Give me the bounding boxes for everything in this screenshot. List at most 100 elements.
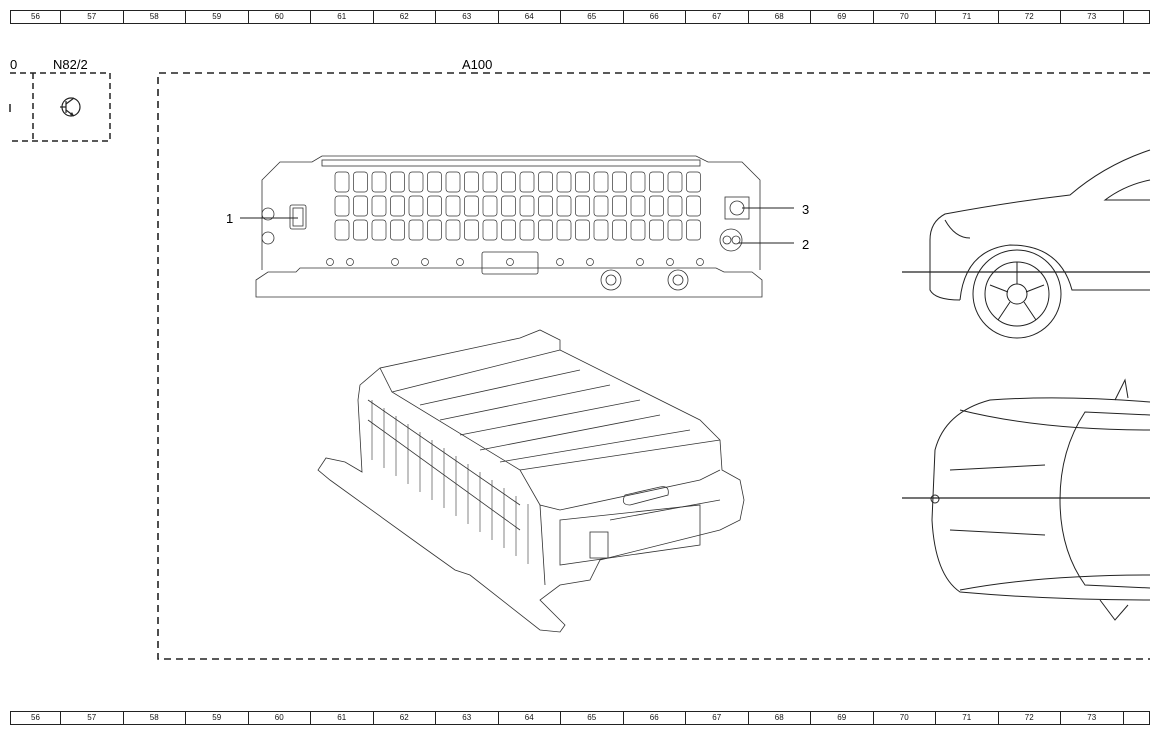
ruler-cell: 56 bbox=[11, 11, 61, 23]
ruler-cell: 57 bbox=[61, 11, 124, 23]
battery-cell bbox=[464, 219, 479, 241]
ruler-cell: 71 bbox=[936, 712, 999, 724]
ruler-cell: 64 bbox=[499, 11, 561, 23]
battery-cell bbox=[353, 195, 368, 217]
battery-cell bbox=[575, 219, 590, 241]
bolt bbox=[326, 258, 334, 266]
battery-cell bbox=[593, 171, 609, 193]
battery-cell bbox=[390, 171, 405, 193]
battery-cell bbox=[408, 219, 424, 241]
battery-cell bbox=[538, 195, 553, 217]
label-a100: A100 bbox=[462, 57, 492, 72]
ruler-cell: 62 bbox=[374, 11, 436, 23]
ruler-cell: 60 bbox=[249, 11, 311, 23]
ruler-cell: 61 bbox=[311, 712, 374, 724]
battery-cell bbox=[556, 171, 572, 193]
battery-cell bbox=[649, 219, 664, 241]
callout-1[interactable]: 1 bbox=[226, 211, 298, 226]
ruler-cell: 72 bbox=[999, 11, 1061, 23]
battery-cell bbox=[445, 195, 461, 217]
battery-cell bbox=[353, 219, 368, 241]
battery-cell bbox=[612, 171, 627, 193]
vehicle-side-view bbox=[902, 149, 1151, 339]
bolt bbox=[456, 258, 464, 266]
callout-3[interactable]: 3 bbox=[742, 202, 809, 217]
battery-cell bbox=[334, 195, 350, 217]
bolt bbox=[421, 258, 429, 266]
battery-cell bbox=[593, 219, 609, 241]
battery-cell bbox=[334, 219, 350, 241]
battery-cell bbox=[501, 171, 516, 193]
battery-cell bbox=[371, 219, 387, 241]
ruler-cell: 70 bbox=[874, 11, 936, 23]
battery-side-ribs bbox=[371, 400, 529, 564]
ruler-cell: 59 bbox=[186, 712, 249, 724]
battery-cell bbox=[519, 171, 535, 193]
battery-cell bbox=[334, 171, 350, 193]
battery-cell bbox=[464, 195, 479, 217]
callout-3-label: 3 bbox=[802, 202, 809, 217]
battery-cell bbox=[538, 219, 553, 241]
battery-cell bbox=[667, 219, 683, 241]
battery-cell bbox=[427, 195, 442, 217]
battery-cell bbox=[667, 195, 683, 217]
battery-cell bbox=[538, 171, 553, 193]
ruler-cell: 70 bbox=[874, 712, 936, 724]
battery-cell bbox=[390, 219, 405, 241]
ruler-cell: 73 bbox=[1061, 11, 1124, 23]
bolt bbox=[391, 258, 399, 266]
battery-cell bbox=[371, 171, 387, 193]
battery-cell bbox=[686, 171, 701, 193]
battery-cell bbox=[353, 171, 368, 193]
battery-cell bbox=[630, 195, 646, 217]
battery-cell bbox=[575, 171, 590, 193]
ruler-cell: 65 bbox=[561, 712, 624, 724]
component-n82-2[interactable] bbox=[9, 72, 111, 142]
battery-cell bbox=[556, 195, 572, 217]
battery-cell bbox=[482, 195, 498, 217]
callout-2[interactable]: 2 bbox=[738, 237, 809, 252]
ruler-cell: 71 bbox=[936, 11, 999, 23]
battery-cell bbox=[482, 171, 498, 193]
battery-cell bbox=[612, 219, 627, 241]
battery-front-view bbox=[255, 155, 763, 298]
battery-isometric-view bbox=[317, 329, 745, 633]
bolt bbox=[556, 258, 564, 266]
battery-cell bbox=[575, 195, 590, 217]
ruler-cell: 65 bbox=[561, 11, 624, 23]
battery-cell bbox=[649, 195, 664, 217]
battery-cell bbox=[371, 195, 387, 217]
battery-cell bbox=[612, 195, 627, 217]
ruler-cell: 66 bbox=[624, 11, 686, 23]
ruler-cell: 60 bbox=[249, 712, 311, 724]
battery-cell bbox=[501, 219, 516, 241]
battery-cell bbox=[519, 195, 535, 217]
battery-cell bbox=[390, 195, 405, 217]
ruler-cell: 57 bbox=[61, 712, 124, 724]
battery-cell bbox=[427, 219, 442, 241]
bolt bbox=[696, 258, 704, 266]
ruler-cell: 72 bbox=[999, 712, 1061, 724]
ruler-cell: 69 bbox=[811, 11, 874, 23]
battery-cell bbox=[649, 171, 664, 193]
battery-cell bbox=[630, 171, 646, 193]
ruler-cell: 64 bbox=[499, 712, 561, 724]
ruler-cell: 62 bbox=[374, 712, 436, 724]
bolt bbox=[506, 258, 514, 266]
ruler-cell: 58 bbox=[124, 11, 186, 23]
ruler-cell: 56 bbox=[11, 712, 61, 724]
ruler-cell: 73 bbox=[1061, 712, 1124, 724]
ruler-cell: 66 bbox=[624, 712, 686, 724]
ruler-cell: 61 bbox=[311, 11, 374, 23]
ruler-cell: 63 bbox=[436, 11, 499, 23]
ruler-cell: 59 bbox=[186, 11, 249, 23]
battery-cell bbox=[519, 219, 535, 241]
ruler-cell: 68 bbox=[749, 712, 811, 724]
component-a100[interactable] bbox=[157, 72, 1150, 660]
battery-cell bbox=[445, 219, 461, 241]
battery-cell-grid bbox=[334, 171, 701, 241]
transistor-symbol-icon bbox=[60, 97, 81, 117]
bolt bbox=[666, 258, 674, 266]
